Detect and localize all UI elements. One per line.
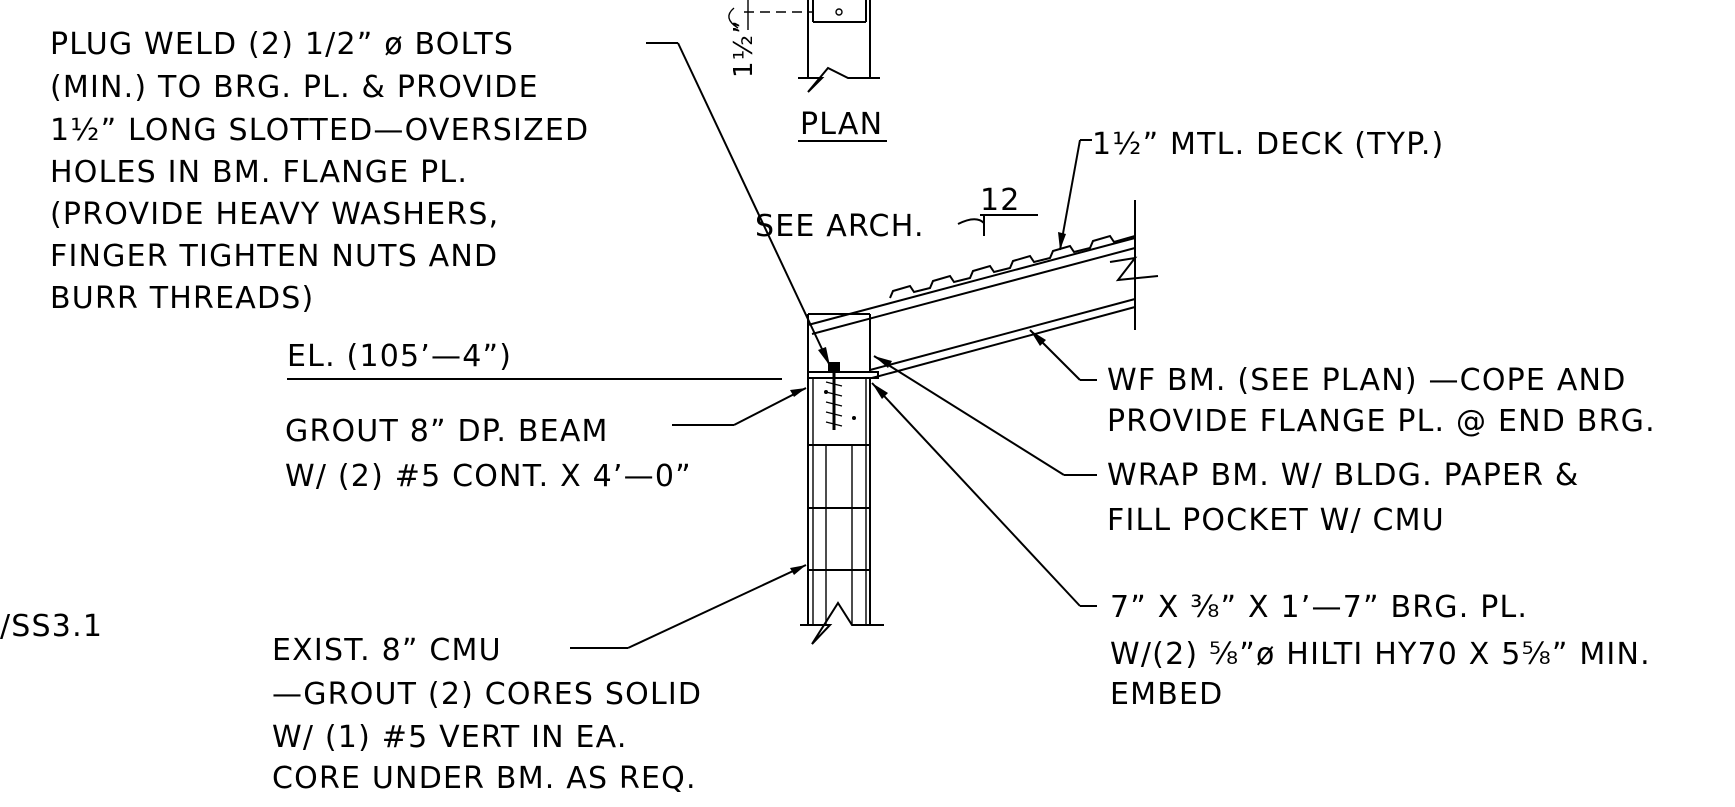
see-arch-note: SEE ARCH.	[755, 209, 925, 244]
wf-beam-note: WF BM. (SEE PLAN) —COPE AND PROVIDE FLAN…	[1107, 363, 1656, 439]
grout-beam-line-1: GROUT 8” DP. BEAM	[285, 414, 609, 449]
cmu-line-1: EXIST. 8” CMU	[272, 633, 502, 668]
brg-plate-line-2: W/(2) ⅝”ø HILTI HY70 X 5⅝” MIN.	[1110, 637, 1651, 672]
brg-plate-line-3: EMBED	[1110, 677, 1223, 712]
plug-weld-line-1: PLUG WELD (2) 1/2” ø BOLTS	[50, 27, 514, 62]
grout-beam-line-2: W/ (2) #5 CONT. X 4’—0”	[285, 459, 692, 494]
plug-weld-line-7: BURR THREADS)	[50, 281, 314, 316]
wrap-line-2: FILL POCKET W/ CMU	[1107, 503, 1445, 538]
wrap-note: WRAP BM. W/ BLDG. PAPER & FILL POCKET W/…	[1107, 458, 1580, 538]
cmu-line-4: CORE UNDER BM. AS REQ.	[272, 761, 697, 796]
wrap-line-1: WRAP BM. W/ BLDG. PAPER &	[1107, 458, 1580, 493]
wall-break-line	[800, 601, 884, 645]
grout-beam-note: GROUT 8” DP. BEAM W/ (2) #5 CONT. X 4’—0…	[285, 414, 692, 494]
plug-weld-line-4: HOLES IN BM. FLANGE PL.	[50, 155, 468, 190]
deck-note: 1½” MTL. DECK (TYP.)	[1092, 127, 1444, 162]
slope-symbol	[957, 214, 1038, 236]
bearing-plate	[807, 362, 879, 430]
cmu-note: EXIST. 8” CMU —GROUT (2) CORES SOLID W/ …	[272, 633, 702, 796]
plan-dimension: 1½”	[729, 19, 759, 78]
leader-lines	[570, 42, 1097, 649]
wf-beam	[807, 200, 1159, 379]
plan-label: PLAN	[800, 107, 883, 142]
elevation-label: EL. (105’—4”)	[287, 339, 512, 374]
bearing-plate-note: 7” X ⅜” X 1’—7” BRG. PL. W/(2) ⅝”ø HILTI…	[1110, 590, 1651, 712]
plan-break-line	[798, 66, 880, 93]
wf-beam-line-2: PROVIDE FLANGE PL. @ END BRG.	[1107, 404, 1656, 439]
slope-value: 12	[980, 183, 1021, 218]
plug-weld-note: PLUG WELD (2) 1/2” ø BOLTS (MIN.) TO BRG…	[50, 27, 589, 316]
beam-break-line	[1109, 256, 1159, 282]
plug-weld-line-2: (MIN.) TO BRG. PL. & PROVIDE	[50, 70, 539, 105]
wf-beam-line-1: WF BM. (SEE PLAN) —COPE AND	[1107, 363, 1627, 398]
cmu-line-3: W/ (1) #5 VERT IN EA.	[272, 720, 628, 755]
sheet-reference: /SS3.1	[0, 609, 103, 644]
cmu-line-2: —GROUT (2) CORES SOLID	[272, 677, 702, 712]
plug-weld-line-5: (PROVIDE HEAVY WASHERS,	[50, 197, 499, 232]
plug-weld-line-6: FINGER TIGHTEN NUTS AND	[50, 239, 498, 274]
plan-detail: PLAN 1½”	[728, 0, 887, 142]
cmu-wall	[800, 313, 884, 645]
brg-plate-line-1: 7” X ⅜” X 1’—7” BRG. PL.	[1110, 590, 1528, 625]
plug-weld-line-3: 1½” LONG SLOTTED—OVERSIZED	[50, 113, 589, 148]
metal-deck	[889, 234, 1136, 299]
